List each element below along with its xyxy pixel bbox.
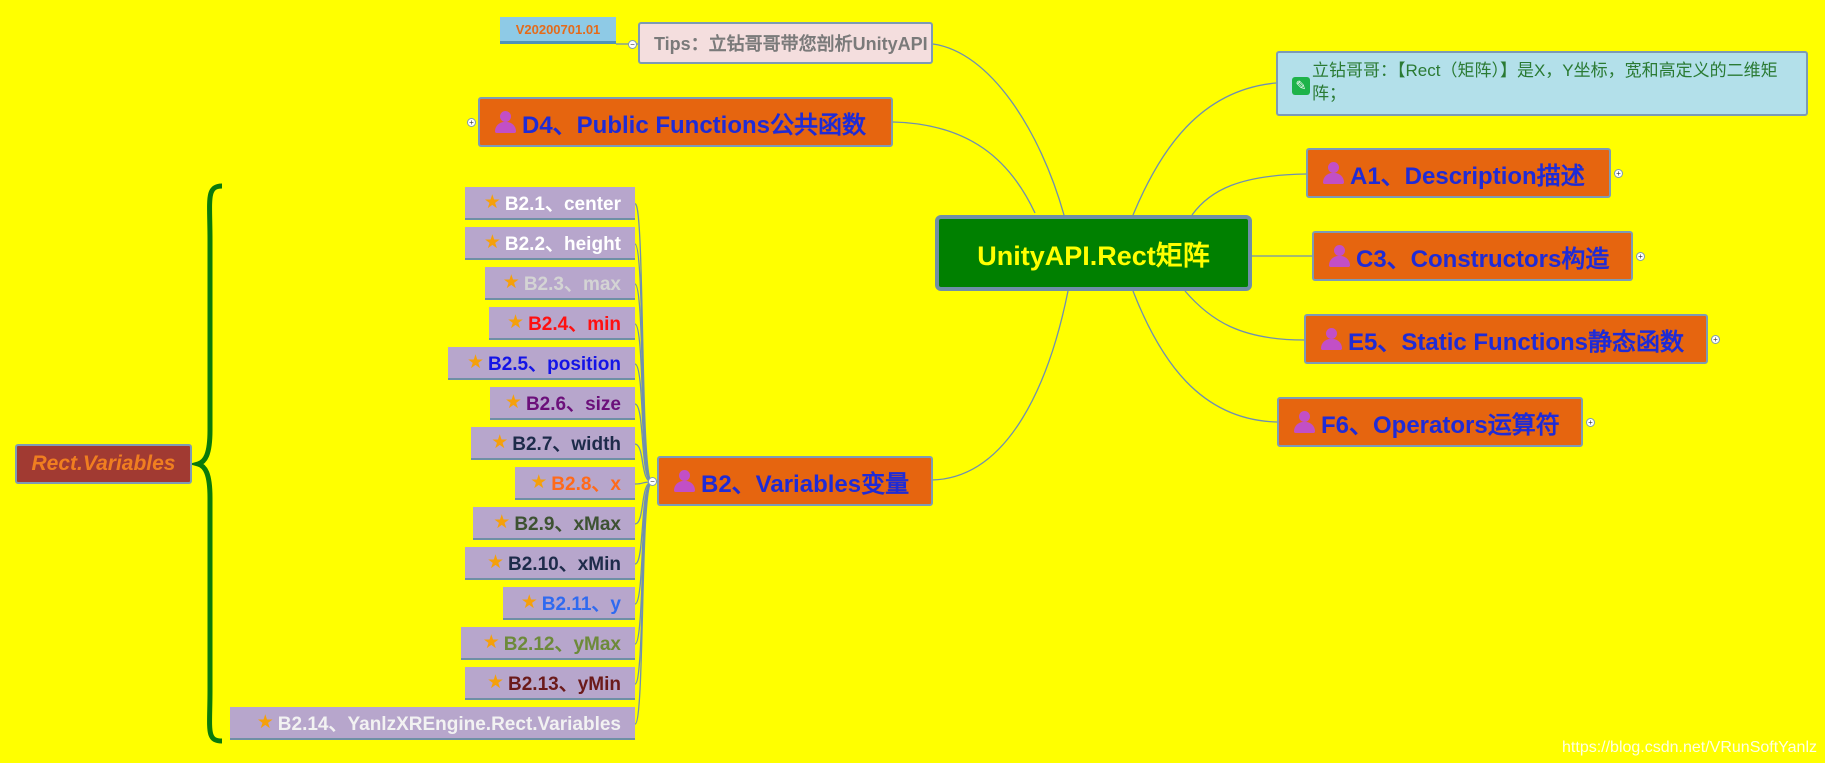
watermark-url: https://blog.csdn.net/VRunSoftYanlz <box>1562 739 1817 756</box>
variable-item-label: B2.5、position <box>487 354 621 375</box>
variable-item-x[interactable]: ★ B2.8、x <box>515 467 635 500</box>
variable-item-label: B2.4、min <box>528 314 621 335</box>
connector-e5 <box>1184 290 1305 341</box>
person-icon <box>1293 410 1315 434</box>
variable-item-position[interactable]: ★ B2.5、position <box>448 347 635 380</box>
variable-item-xmin[interactable]: ★ B2.10、xMin <box>465 547 635 580</box>
star-icon: ★ <box>493 512 511 533</box>
star-icon: ★ <box>507 312 525 333</box>
variable-item-label: B2.10、xMin <box>508 554 621 575</box>
person-icon <box>673 469 695 493</box>
star-icon: ★ <box>482 632 500 653</box>
connector-d4 <box>892 121 1036 214</box>
tips-fold-toggle[interactable]: − <box>628 40 637 49</box>
tips-label: Tips：立钻哥哥带您剖析UnityAPI <box>654 34 928 54</box>
variable-item-label: B2.12、yMax <box>503 634 621 655</box>
variable-item-max[interactable]: ★ B2.3、max <box>485 267 635 300</box>
version-tag: V20200701.01 <box>500 17 616 44</box>
star-icon: ★ <box>491 432 509 453</box>
person-icon <box>1320 327 1342 351</box>
summary-label: Rect.Variables <box>31 452 176 475</box>
branch-f6-label: F6、Operators运算符 <box>1321 411 1560 439</box>
variable-item-label: B2.6、size <box>525 394 621 415</box>
branch-a1[interactable]: A1、Description描述 <box>1306 148 1611 198</box>
variable-item-label: B2.13、yMin <box>508 674 621 695</box>
variable-item-label: B2.1、center <box>504 194 621 215</box>
variable-item-size[interactable]: ★ B2.6、size <box>490 387 635 420</box>
summary-topic[interactable]: Rect.Variables <box>15 444 192 484</box>
variable-item-center[interactable]: ★ B2.1、center <box>465 187 635 220</box>
connector-tips <box>932 43 1065 216</box>
variable-item-label: B2.14、YanlzXREngine.Rect.Variables <box>277 714 621 735</box>
branch-c3[interactable]: C3、Constructors构造 <box>1312 231 1633 281</box>
variable-item-xmax[interactable]: ★ B2.9、xMax <box>473 507 635 540</box>
connector-sub-items <box>634 203 653 725</box>
e5-expand-toggle[interactable]: + <box>1711 335 1720 344</box>
variable-item-label: B2.3、max <box>523 274 621 295</box>
person-icon <box>494 110 516 134</box>
c3-expand-toggle[interactable]: + <box>1636 252 1645 261</box>
edit-note-icon: ✎ <box>1292 77 1310 95</box>
branch-d4[interactable]: D4、Public Functions公共函数 <box>478 97 893 147</box>
connector-note <box>1132 82 1277 216</box>
person-icon <box>1322 161 1344 185</box>
star-icon: ★ <box>486 552 505 573</box>
variable-item-y[interactable]: ★ B2.11、y <box>503 587 635 620</box>
note-topic[interactable]: ✎ 立钻哥哥：【Rect（矩阵）】是X，Y坐标，宽和高定义的二维矩阵； <box>1276 51 1808 116</box>
central-topic-label: UnityAPI.Rect矩阵 <box>977 240 1210 271</box>
variable-item-ymax[interactable]: ★ B2.12、yMax <box>461 627 635 660</box>
star-icon: ★ <box>466 352 484 373</box>
variable-item-label: B2.8、x <box>551 474 621 495</box>
variable-item-height[interactable]: ★ B2.2、height <box>465 227 635 260</box>
f6-expand-toggle[interactable]: + <box>1586 418 1595 427</box>
star-icon: ★ <box>502 272 520 293</box>
variable-item-label: B2.2、height <box>504 234 621 255</box>
variable-item-label: B2.11、y <box>541 594 621 615</box>
star-icon: ★ <box>483 232 501 253</box>
branch-e5[interactable]: E5、Static Functions静态函数 <box>1304 314 1708 364</box>
star-icon: ★ <box>483 192 501 213</box>
branch-f6[interactable]: F6、Operators运算符 <box>1277 397 1583 447</box>
branch-b2[interactable]: B2、Variables变量 <box>657 456 933 506</box>
variable-item-label: B2.9、xMax <box>514 514 621 535</box>
variable-item-width[interactable]: ★ B2.7、width <box>471 427 635 460</box>
note-text: 立钻哥哥：【Rect（矩阵）】是X，Y坐标，宽和高定义的二维矩阵； <box>1312 61 1778 103</box>
tips-topic[interactable]: Tips：立钻哥哥带您剖析UnityAPI <box>638 22 933 64</box>
star-icon: ★ <box>504 392 522 413</box>
variable-item-yanlz-rect-variables[interactable]: ★ B2.14、YanlzXREngine.Rect.Variables <box>230 707 635 740</box>
connector-f6 <box>1132 290 1278 423</box>
branch-c3-label: C3、Constructors构造 <box>1356 245 1610 273</box>
star-icon: ★ <box>256 712 274 733</box>
b2-collapse-toggle[interactable]: − <box>648 477 657 486</box>
branch-b2-label: B2、Variables变量 <box>701 470 910 498</box>
variable-item-label: B2.7、width <box>512 434 621 455</box>
connector-a1 <box>1191 173 1307 216</box>
a1-expand-toggle[interactable]: + <box>1614 169 1623 178</box>
central-topic[interactable]: UnityAPI.Rect矩阵 <box>935 215 1252 291</box>
variable-item-min[interactable]: ★ B2.4、min <box>489 307 635 340</box>
branch-d4-label: D4、Public Functions公共函数 <box>522 111 867 139</box>
summary-brace <box>188 183 223 744</box>
d4-expand-toggle[interactable]: + <box>467 118 476 127</box>
branch-a1-label: A1、Description描述 <box>1350 162 1585 190</box>
version-tag-label: V20200701.01 <box>515 21 601 37</box>
star-icon: ★ <box>486 672 505 693</box>
person-icon <box>1328 244 1350 268</box>
star-icon: ★ <box>530 472 548 493</box>
star-icon: ★ <box>520 592 538 613</box>
branch-e5-label: E5、Static Functions静态函数 <box>1348 328 1685 356</box>
connector-b2 <box>931 290 1069 481</box>
variable-item-ymin[interactable]: ★ B2.13、yMin <box>465 667 635 700</box>
